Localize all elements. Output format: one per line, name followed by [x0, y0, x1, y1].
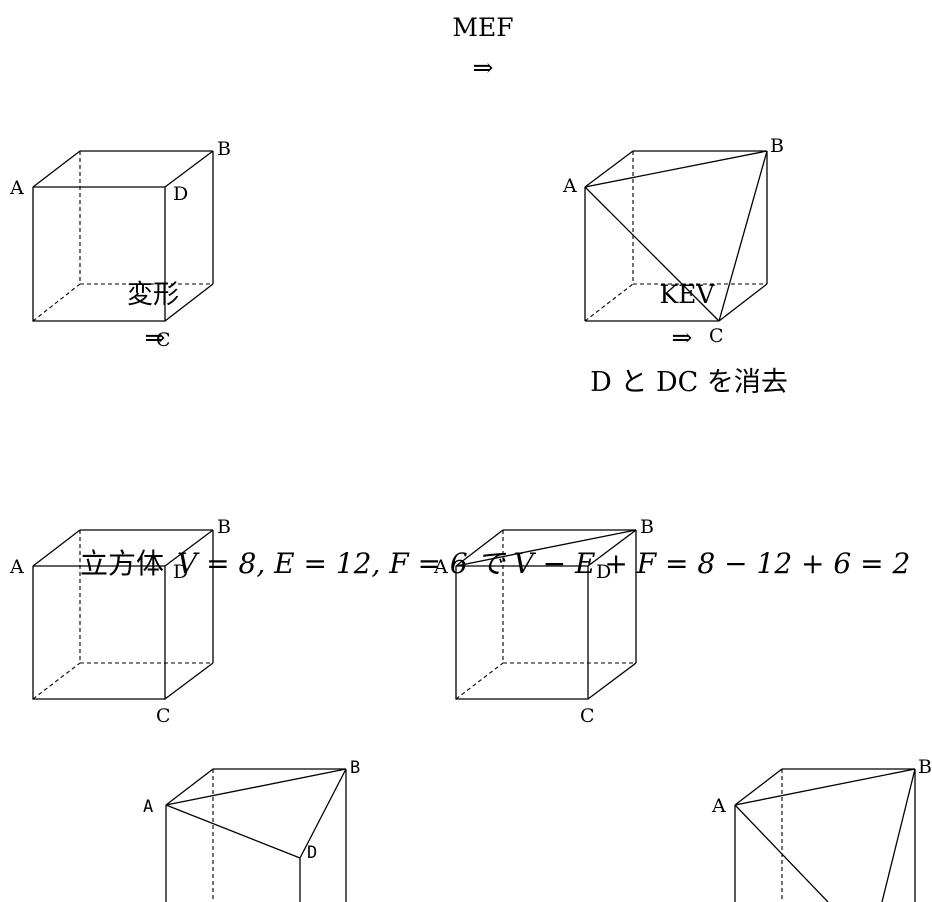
vertex-label-a: A — [143, 797, 153, 817]
edge-a-b — [165, 768, 347, 806]
vertex-label-b: B — [217, 516, 231, 538]
cube-hidden-edge — [455, 662, 504, 700]
vertex-label-a: A — [9, 177, 24, 199]
edge-b-c — [718, 150, 768, 322]
edge-a-c — [584, 186, 720, 322]
euler-formula: 立方体 V = 8, E = 12, F = 6 で V − E + F = 8… — [80, 547, 910, 580]
vertex-label-c: C — [156, 329, 171, 351]
formula-prefix: 立方体 — [80, 547, 164, 580]
cube-middle-left: A B D C — [9, 516, 231, 727]
vertex-label-b: B — [640, 516, 654, 538]
cube-edge — [165, 768, 214, 806]
edge-b-d — [299, 768, 347, 859]
operation-kev-label: KEV — [660, 280, 716, 309]
cube-bottom-left: A B D — [143, 758, 360, 902]
edge-a-b — [455, 529, 637, 567]
operation-henkei-arrow: ⇒ — [145, 323, 166, 352]
operation-henkei-label: 変形 — [127, 280, 179, 310]
vertex-label-b: B — [350, 758, 360, 778]
cube-middle-right: A B D C — [433, 516, 654, 727]
cube-edge — [584, 150, 634, 188]
edge-a-b — [584, 150, 768, 188]
cube-hidden-edge — [32, 283, 81, 322]
vertex-label-d: D — [307, 843, 317, 863]
edge-a-d — [165, 804, 301, 859]
cube-edge — [32, 150, 81, 188]
cube-edge-d — [164, 150, 214, 188]
vertex-label-c: C — [156, 705, 171, 727]
vertex-label-a: A — [562, 175, 577, 197]
cube-edge — [164, 529, 214, 567]
cube-bottom-right: A B — [711, 756, 932, 902]
vertex-label-a: A — [711, 795, 726, 817]
formula-body: V = 8, E = 12, F = 6 で V − E + F = 8 − 1… — [177, 547, 910, 580]
cube-edge — [32, 529, 81, 567]
vertex-label-a: A — [9, 556, 24, 578]
cube-edge-c — [164, 283, 214, 322]
vertex-label-b: B — [918, 756, 932, 778]
edge-a-b — [734, 768, 916, 806]
vertex-label-b: B — [770, 135, 784, 157]
cube-front-face — [32, 565, 166, 700]
vertex-label-d: D — [173, 183, 188, 205]
cube-original: A B D C — [9, 138, 231, 351]
caption-delete-d-dc: D と DC を消去 — [590, 367, 788, 398]
cube-hidden-edge — [32, 662, 81, 700]
cube-edge — [718, 283, 768, 322]
vertex-label-a: A — [433, 556, 448, 578]
cube-edge — [587, 529, 637, 567]
vertex-label-d: D — [596, 561, 611, 583]
vertex-label-d: D — [173, 561, 188, 583]
cube-edge — [587, 662, 637, 700]
cube-edge — [734, 768, 783, 806]
cube-hidden-edge — [584, 283, 634, 322]
cube-front-face — [455, 565, 589, 700]
vertex-label-c: C — [580, 705, 595, 727]
cube-edge — [164, 662, 214, 700]
edge-b-c — [881, 768, 916, 902]
cube-deformed: A B C — [562, 135, 784, 347]
vertex-label-b: B — [217, 138, 231, 160]
operation-kev-arrow: ⇒ — [672, 323, 693, 352]
operation-mef-arrow: ⇒ — [473, 53, 494, 82]
operation-mef-label: MEF — [452, 13, 513, 42]
vertex-label-c: C — [709, 325, 724, 347]
cube-edge — [455, 529, 504, 567]
